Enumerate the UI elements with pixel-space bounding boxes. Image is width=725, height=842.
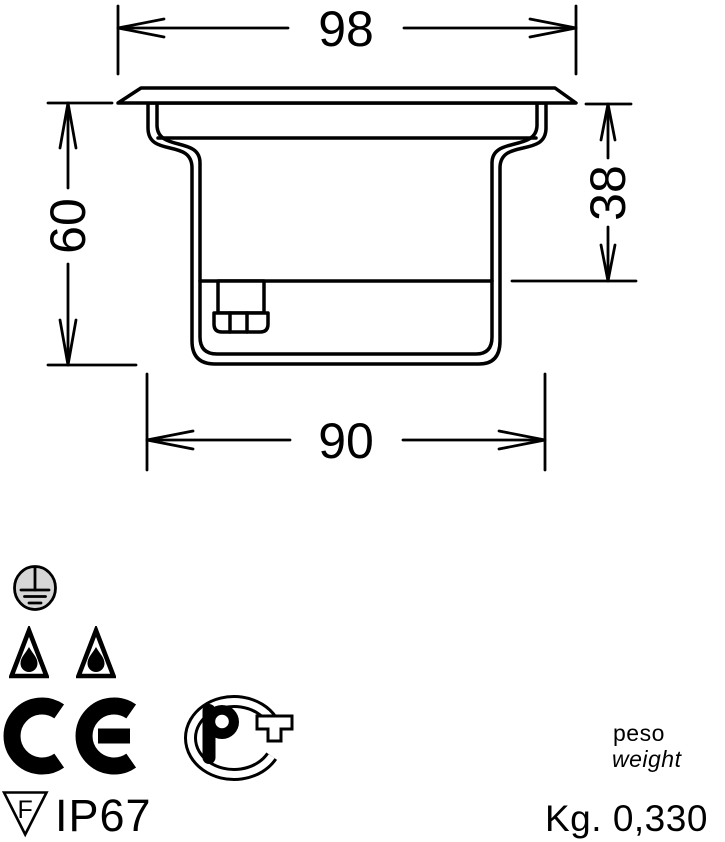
weight-value: Kg. 0,330 bbox=[545, 798, 708, 839]
dimension-left-height bbox=[46, 101, 138, 367]
ip-rating: IP67 bbox=[55, 790, 152, 841]
weight-label-peso: peso bbox=[613, 720, 665, 746]
flange bbox=[116, 86, 578, 105]
water-drop-triangle-icon bbox=[9, 626, 49, 679]
water-drop-triangle-icon bbox=[76, 626, 116, 679]
arrow-down-icon bbox=[599, 243, 617, 283]
protective-earth-icon bbox=[13, 565, 57, 611]
dimension-top-width-value: 98 bbox=[318, 1, 374, 57]
arrow-up-icon bbox=[58, 101, 78, 150]
dimension-bottom-width-value: 90 bbox=[318, 413, 374, 469]
dimension-top-width bbox=[116, 4, 578, 76]
fixture-profile bbox=[116, 86, 578, 366]
arrow-right-icon bbox=[528, 17, 578, 39]
dimension-bottom-width bbox=[145, 372, 547, 472]
cable-connector bbox=[212, 279, 270, 334]
arrow-left-icon bbox=[116, 17, 166, 39]
arrow-down-icon bbox=[58, 318, 78, 367]
ce-mark-icon bbox=[3, 697, 136, 775]
dimension-right-depth bbox=[510, 102, 638, 283]
dimension-right-depth-value: 38 bbox=[580, 165, 636, 221]
fixture-section-drawing: 98 bbox=[40, 1, 638, 472]
f-triangle-icon: F bbox=[2, 791, 49, 838]
inner-shell bbox=[155, 101, 539, 356]
arrow-right-icon bbox=[497, 429, 547, 451]
outer-shell bbox=[146, 101, 548, 366]
weight-label-weight: weight bbox=[612, 746, 682, 772]
pct-gost-mark-icon bbox=[184, 695, 294, 781]
arrow-up-icon bbox=[599, 102, 617, 142]
dimension-left-height-value: 60 bbox=[40, 198, 96, 254]
arrow-left-icon bbox=[145, 429, 195, 451]
f-symbol-letter: F bbox=[18, 796, 33, 824]
